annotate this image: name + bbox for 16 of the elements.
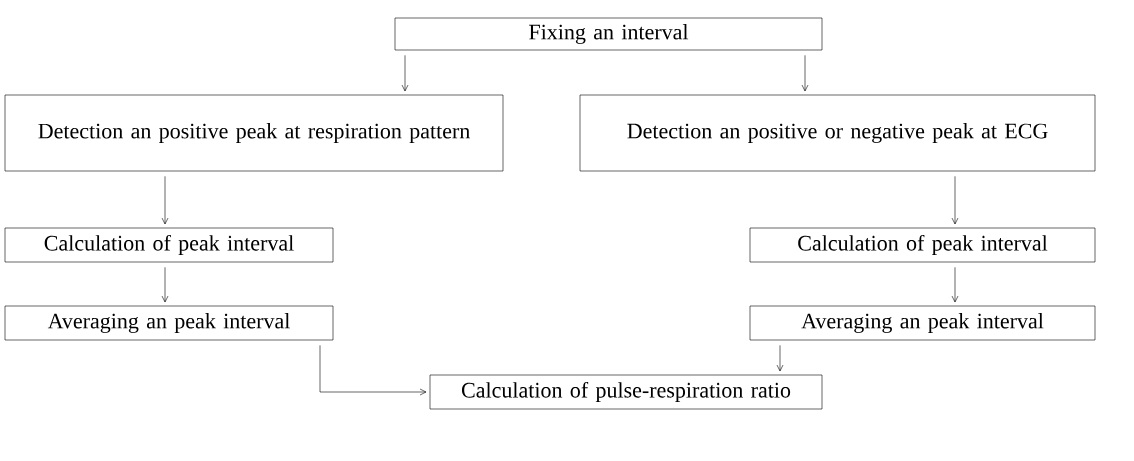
arrow: [951, 267, 959, 303]
arrow: [951, 176, 959, 225]
process-box: Averaging an peak interval: [4, 305, 334, 341]
arrow: [401, 55, 409, 92]
process-box: Detection an positive or negative peak at ECG: [579, 94, 1096, 172]
arrow: [801, 55, 809, 92]
process-box: Averaging an peak interval: [749, 305, 1096, 341]
arrow: [776, 345, 784, 372]
arrow: [319, 345, 427, 396]
arrow: [161, 267, 169, 303]
process-box: Fixing an interval: [394, 17, 823, 51]
arrow: [161, 176, 169, 225]
process-box: Calculation of peak interval: [4, 227, 334, 263]
process-box: Detection an positive peak at respiration pattern: [4, 94, 504, 172]
process-box: Calculation of peak interval: [749, 227, 1096, 263]
process-box: Calculation of pulse-respiration ratio: [429, 374, 823, 410]
